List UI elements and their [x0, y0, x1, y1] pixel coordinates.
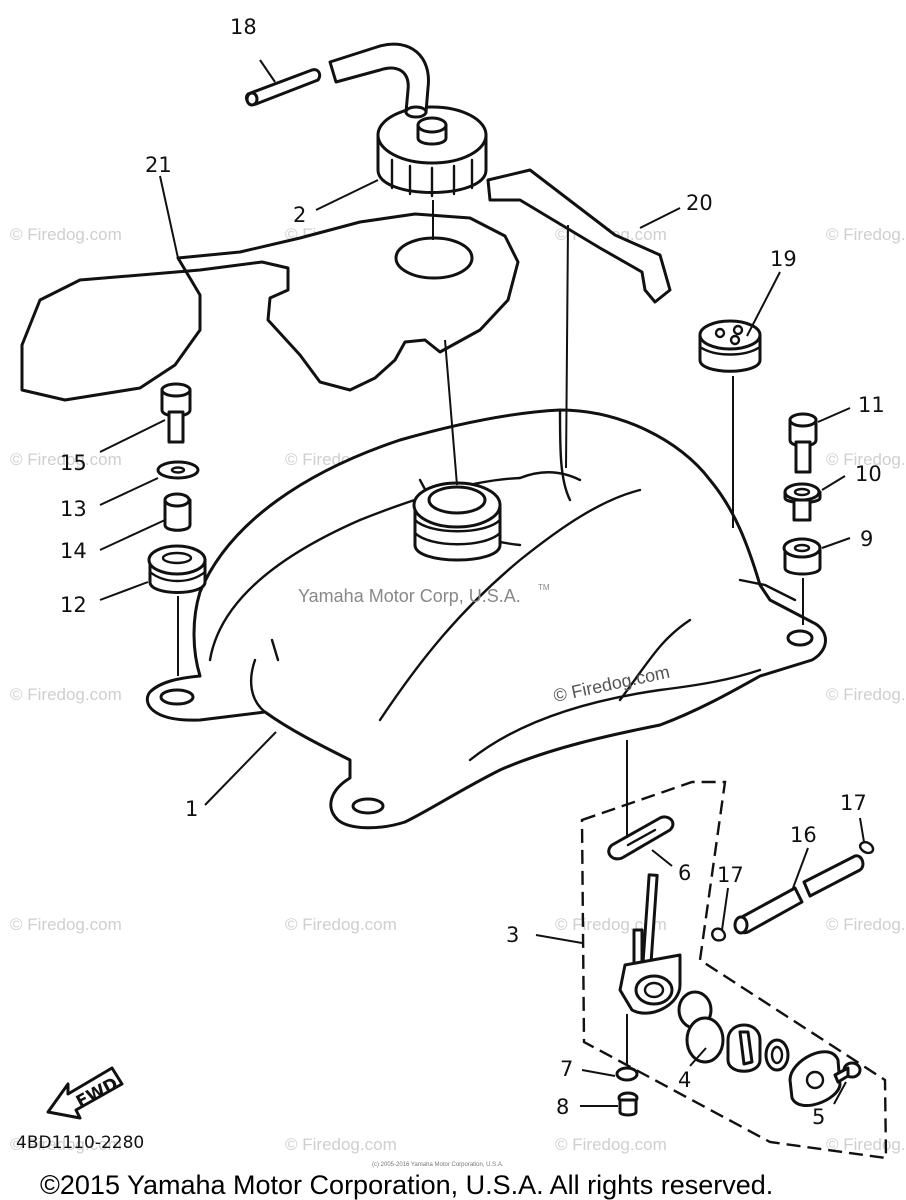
fuel-cock-group-3: [580, 780, 888, 1160]
mount-hole-right: [786, 629, 814, 647]
hose-clip-17: [858, 840, 875, 855]
yamaha-watermark: Yamaha Motor Corp, U.S.A.: [298, 586, 521, 606]
screw-5: [833, 1061, 862, 1084]
callout-15: 15: [60, 451, 87, 475]
grommet-9: [782, 537, 822, 576]
watermark-text: © Firedog.com: [285, 915, 397, 934]
collar-10: [783, 482, 822, 522]
mount-hole-front: [159, 688, 195, 706]
watermark-text: © Firedog.com: [555, 1135, 667, 1154]
callout-1: 1: [185, 797, 198, 821]
callout-19: 19: [770, 247, 797, 271]
callout-17: 17: [717, 863, 744, 887]
callout-14: 14: [60, 539, 87, 563]
drain-plug-8: [617, 1091, 639, 1117]
callout-9: 9: [860, 527, 873, 551]
breather-hose-18: [244, 42, 430, 119]
damper-12: [147, 544, 207, 594]
callout-13: 13: [60, 497, 87, 521]
callout-5: 5: [812, 1105, 825, 1129]
fuel-tank-1: [145, 408, 827, 830]
copyright-notice: ©2015 Yamaha Motor Corporation, U.S.A. A…: [40, 1170, 773, 1200]
callout-3: 3: [506, 923, 519, 947]
fuel-cap-2: [376, 105, 488, 198]
callout-12: 12: [60, 593, 87, 617]
washer-7: [615, 1066, 639, 1082]
damper-19: [698, 319, 762, 373]
watermark-text: © Firedog.com: [10, 1135, 122, 1154]
lever: [726, 1023, 762, 1073]
watermark-text: © Firedog.com: [826, 225, 906, 244]
tank-pad-21: [20, 212, 520, 402]
callout-6: 6: [678, 861, 691, 885]
callout-7: 7: [560, 1057, 573, 1081]
washer-13: [156, 460, 200, 480]
watermark-text: © Firedog.com: [10, 915, 122, 934]
bolt-11: [788, 412, 818, 474]
o-ring-4: [685, 1016, 725, 1064]
watermark-text: © Firedog.com: [826, 685, 906, 704]
lever-seal: [764, 1038, 790, 1072]
forward-arrow: FWD: [46, 1066, 124, 1120]
callout-16: 16: [790, 823, 817, 847]
trademark-mark: TM: [538, 583, 550, 592]
callout-21: 21: [145, 153, 172, 177]
collar-14: [163, 492, 192, 532]
gasket-6: [607, 815, 675, 861]
callout-20: 20: [686, 191, 713, 215]
callout-11: 11: [858, 393, 885, 417]
callout-17: 17: [840, 791, 867, 815]
watermark-text: © Firedog.com: [10, 225, 122, 244]
mount-hole-rear: [351, 797, 385, 815]
filler-neck: [412, 481, 502, 562]
cover-plate: [788, 1050, 842, 1108]
callout-10: 10: [855, 462, 882, 486]
watermark-text: © Firedog.com: [826, 915, 906, 934]
pad-hole: [394, 236, 474, 280]
small-copyright: (c) 2005-2016 Yamaha Motor Corporation, …: [372, 1162, 504, 1168]
strip-20: [486, 168, 672, 304]
hose-clip-17: [711, 927, 727, 942]
callout-18: 18: [230, 15, 257, 39]
watermark-text: © Firedog.com: [10, 450, 122, 469]
watermark-text: © Firedog.com: [10, 685, 122, 704]
fuel-hose-16: [733, 854, 865, 935]
watermark-text: © Firedog.com: [826, 450, 906, 469]
callout-2: 2: [293, 203, 306, 227]
diagram-code: 4BD1110-2280: [16, 1133, 144, 1153]
callout-4: 4: [678, 1068, 691, 1092]
bolt-15: [160, 382, 192, 444]
fuel-cock: [618, 873, 682, 1015]
callout-8: 8: [556, 1095, 569, 1119]
watermark-text: © Firedog.com: [285, 1135, 397, 1154]
